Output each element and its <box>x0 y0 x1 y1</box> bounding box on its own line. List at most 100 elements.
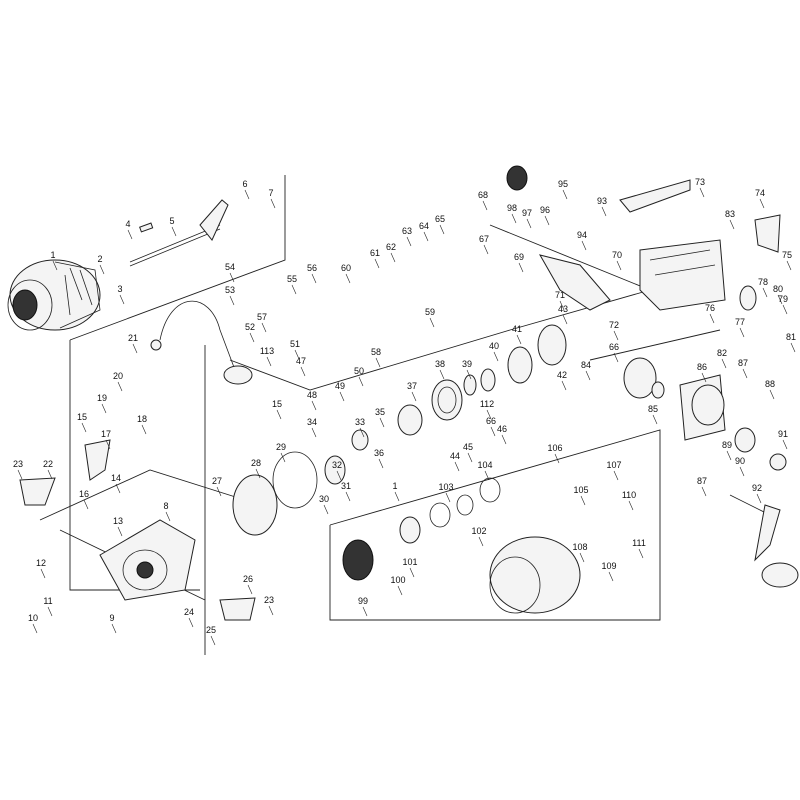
part-number-label: 49 <box>335 381 345 391</box>
leader-line <box>482 200 488 211</box>
leader-line <box>518 262 524 273</box>
leader-line <box>52 260 58 271</box>
part-number-label: 10 <box>28 613 38 623</box>
part-number-label: 32 <box>332 460 342 470</box>
leader-line <box>132 343 138 354</box>
part-number-label: 4 <box>125 219 130 229</box>
leader-line <box>486 409 492 420</box>
leader-line <box>266 356 272 367</box>
part-number-label: 89 <box>722 440 732 450</box>
leader-line <box>562 189 568 200</box>
part-number-label: 38 <box>435 359 445 369</box>
part-number-label: 69 <box>514 252 524 262</box>
part-number-label: 83 <box>725 209 735 219</box>
part-number-label: 23 <box>13 459 23 469</box>
part-number-label: 42 <box>557 370 567 380</box>
part-number-label: 14 <box>111 473 121 483</box>
part-number-label: 62 <box>386 242 396 252</box>
leader-line <box>280 452 286 463</box>
leader-line <box>709 313 715 324</box>
part-number-label: 103 <box>438 482 453 492</box>
part-number-label: 61 <box>370 248 380 258</box>
leader-line <box>439 224 445 235</box>
rotor-housing <box>19 439 256 621</box>
part-number-label: 25 <box>206 625 216 635</box>
part-number-label: 72 <box>609 320 619 330</box>
part-number-label: 81 <box>786 332 796 342</box>
part-number-label: 36 <box>374 448 384 458</box>
part-number-label: 1 <box>50 250 55 260</box>
leader-line <box>701 486 707 497</box>
leader-line <box>358 376 364 387</box>
part-number-label: 24 <box>184 607 194 617</box>
leader-line <box>40 568 46 579</box>
leader-line <box>336 470 342 481</box>
part-number-label: 84 <box>581 360 591 370</box>
part-number-label: 65 <box>435 214 445 224</box>
leader-line <box>466 369 472 380</box>
leader-line <box>562 314 568 325</box>
part-number-label: 30 <box>319 494 329 504</box>
leader-line <box>581 240 587 251</box>
leader-line <box>47 606 53 617</box>
part-number-label: 27 <box>212 476 222 486</box>
part-number-label: 71 <box>555 290 565 300</box>
leader-line <box>188 617 194 628</box>
leader-line <box>359 427 365 438</box>
leader-line <box>638 548 644 559</box>
leader-line <box>406 236 412 247</box>
rotor-parts <box>232 324 567 536</box>
leader-line <box>411 391 417 402</box>
spare-spool <box>342 477 581 614</box>
part-number-label: 7 <box>268 188 273 198</box>
leader-line <box>484 470 490 481</box>
part-number-label: 50 <box>354 366 364 376</box>
leader-line <box>81 422 87 433</box>
part-number-label: 59 <box>425 307 435 317</box>
part-number-label: 45 <box>463 442 473 452</box>
leader-line <box>378 458 384 469</box>
leader-line <box>210 635 216 646</box>
leader-line <box>721 358 727 369</box>
part-number-label: 85 <box>648 404 658 414</box>
leader-line <box>786 260 792 271</box>
part-number-label: 53 <box>225 285 235 295</box>
part-number-label: 13 <box>113 516 123 526</box>
part-number-label: 75 <box>782 250 792 260</box>
leader-line <box>379 417 385 428</box>
leader-line <box>268 605 274 616</box>
leader-line <box>511 213 517 224</box>
part-number-label: 105 <box>573 485 588 495</box>
leader-line <box>311 427 317 438</box>
leader-line <box>742 368 748 379</box>
part-number-label: 22 <box>43 459 53 469</box>
part-number-label: 58 <box>371 347 381 357</box>
part-number-label: 95 <box>558 179 568 189</box>
part-number-label: 109 <box>601 561 616 571</box>
leader-line <box>526 218 532 229</box>
leader-line <box>790 342 796 353</box>
leader-line <box>47 469 53 480</box>
part-number-label: 66 <box>609 342 619 352</box>
leader-line <box>339 391 345 402</box>
leader-line <box>244 189 250 200</box>
part-number-label: 68 <box>478 190 488 200</box>
part-number-label: 56 <box>307 263 317 273</box>
leader-line <box>17 469 23 480</box>
part-number-label: 26 <box>243 574 253 584</box>
part-number-label: 60 <box>341 263 351 273</box>
part-number-label: 74 <box>755 188 765 198</box>
leader-line <box>580 495 586 506</box>
part-number-label: 110 <box>622 490 636 500</box>
leader-line <box>429 317 435 328</box>
leader-line <box>216 486 222 497</box>
part-number-label: 54 <box>225 262 235 272</box>
leader-line <box>119 294 125 305</box>
part-number-label: 100 <box>390 575 405 585</box>
part-number-label: 113 <box>260 346 274 356</box>
part-number-label: 18 <box>137 414 147 424</box>
main-shaft <box>129 199 229 267</box>
part-number-label: 57 <box>257 312 267 322</box>
leader-line <box>105 439 111 450</box>
